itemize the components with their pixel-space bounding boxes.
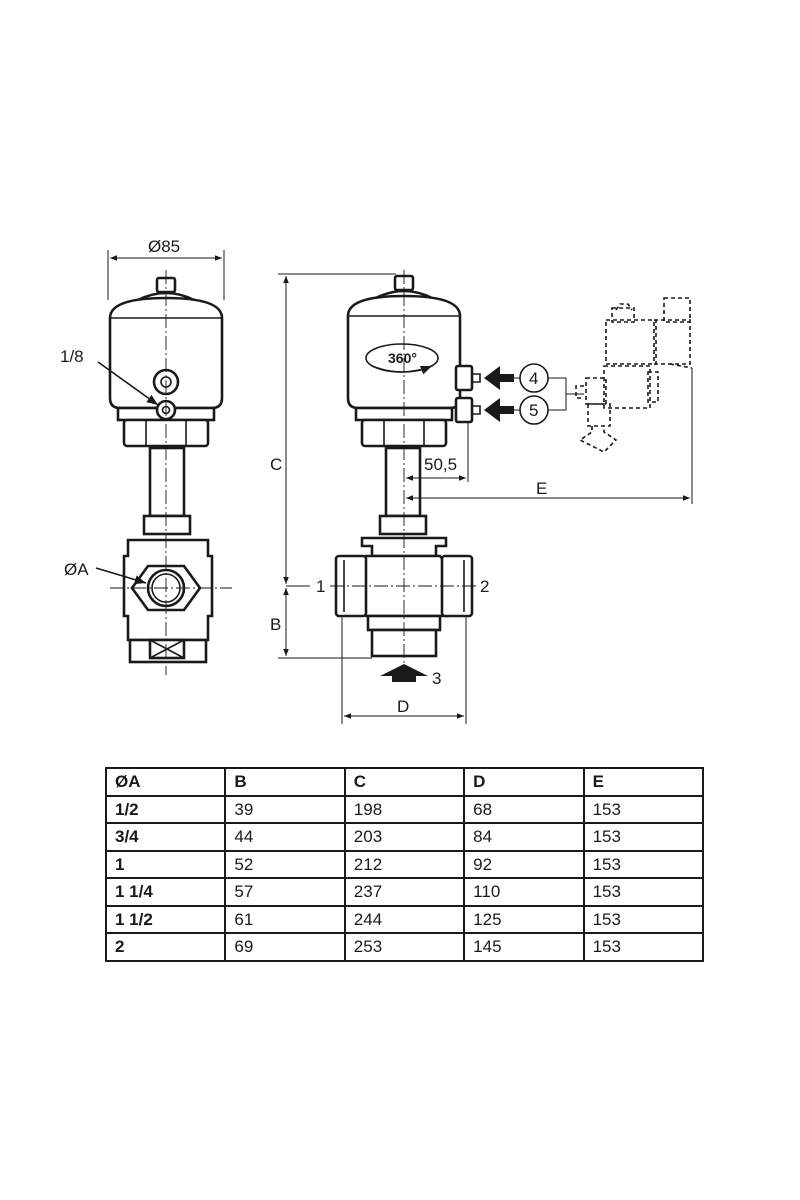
pilot-port-upper <box>454 364 474 392</box>
stem-nut <box>142 514 192 536</box>
cell: 153 <box>582 849 705 879</box>
cell: 61 <box>224 904 346 934</box>
cell: 153 <box>582 877 705 907</box>
port-1-8-label: 1/8 <box>60 347 84 366</box>
valve-technical-drawing: Ø85 1/8 Ø <box>60 237 693 724</box>
callout-4-label: 4 <box>529 369 538 388</box>
port-3-label: 3 <box>432 669 441 688</box>
cell: 203 <box>343 822 466 852</box>
table-row: 3/4 44 203 84 153 <box>104 822 705 852</box>
side-view: Ø85 1/8 Ø <box>60 237 232 675</box>
table-header-row: ØA B C D E <box>104 767 705 797</box>
callout-5-label: 5 <box>529 401 538 420</box>
table-row: 1 1/2 61 244 125 153 <box>104 904 705 934</box>
cell: 198 <box>343 794 466 824</box>
cell: 57 <box>224 877 346 907</box>
rotation-label: 360° <box>388 350 417 366</box>
table-row: 1 52 212 92 153 <box>104 849 705 879</box>
cell: 244 <box>343 904 466 934</box>
cell: 253 <box>343 932 466 962</box>
cell: 153 <box>582 822 705 852</box>
cell: 1/2 <box>104 794 227 824</box>
port-2-label: 2 <box>480 577 489 596</box>
valve-stem <box>148 446 186 518</box>
cell: 52 <box>224 849 346 879</box>
table-row: 1 1/4 57 237 110 153 <box>104 877 705 907</box>
cell: 125 <box>463 904 585 934</box>
cell: 2 <box>104 932 227 962</box>
cell: 237 <box>343 877 466 907</box>
dim-d-label: D <box>397 697 409 716</box>
cell: 1 <box>104 849 227 879</box>
cell: 92 <box>463 849 585 879</box>
header-e: E <box>582 767 705 797</box>
dimension-table: ØA B C D E 1/2 39 198 68 153 3/4 44 203 … <box>104 767 705 962</box>
cell: 212 <box>343 849 466 879</box>
pilot-solenoid-dashed <box>575 297 693 453</box>
dim-50-5-label: 50,5 <box>424 455 457 474</box>
cell: 68 <box>463 794 585 824</box>
header-b: B <box>224 767 346 797</box>
dia85-label: Ø85 <box>148 237 180 256</box>
pilot-port-lower <box>454 396 474 424</box>
cell: 1 1/2 <box>104 904 227 934</box>
port-3-arrow <box>380 664 428 682</box>
dim-b-label: B <box>270 615 281 634</box>
cell: 153 <box>582 794 705 824</box>
port-1-label: 1 <box>316 577 325 596</box>
cell: 3/4 <box>104 822 227 852</box>
cell: 110 <box>463 877 585 907</box>
table-row: 1/2 39 198 68 153 <box>104 794 705 824</box>
cell: 153 <box>582 904 705 934</box>
cell: 84 <box>463 822 585 852</box>
header-dia-a: ØA <box>104 767 227 797</box>
dim-c-label: C <box>270 455 282 474</box>
cell: 39 <box>224 794 346 824</box>
dia-a-label: ØA <box>64 560 89 579</box>
front-view: 360° 4 5 1 <box>270 270 693 724</box>
cell: 69 <box>224 932 346 962</box>
header-d: D <box>463 767 585 797</box>
cell: 145 <box>463 932 585 962</box>
cell: 1 1/4 <box>104 877 227 907</box>
dim-e-label: E <box>536 479 547 498</box>
actuator-housing-front <box>346 294 462 410</box>
table-row: 2 69 253 145 153 <box>104 932 705 962</box>
cell: 153 <box>582 932 705 962</box>
header-c: C <box>343 767 466 797</box>
cell: 44 <box>224 822 346 852</box>
